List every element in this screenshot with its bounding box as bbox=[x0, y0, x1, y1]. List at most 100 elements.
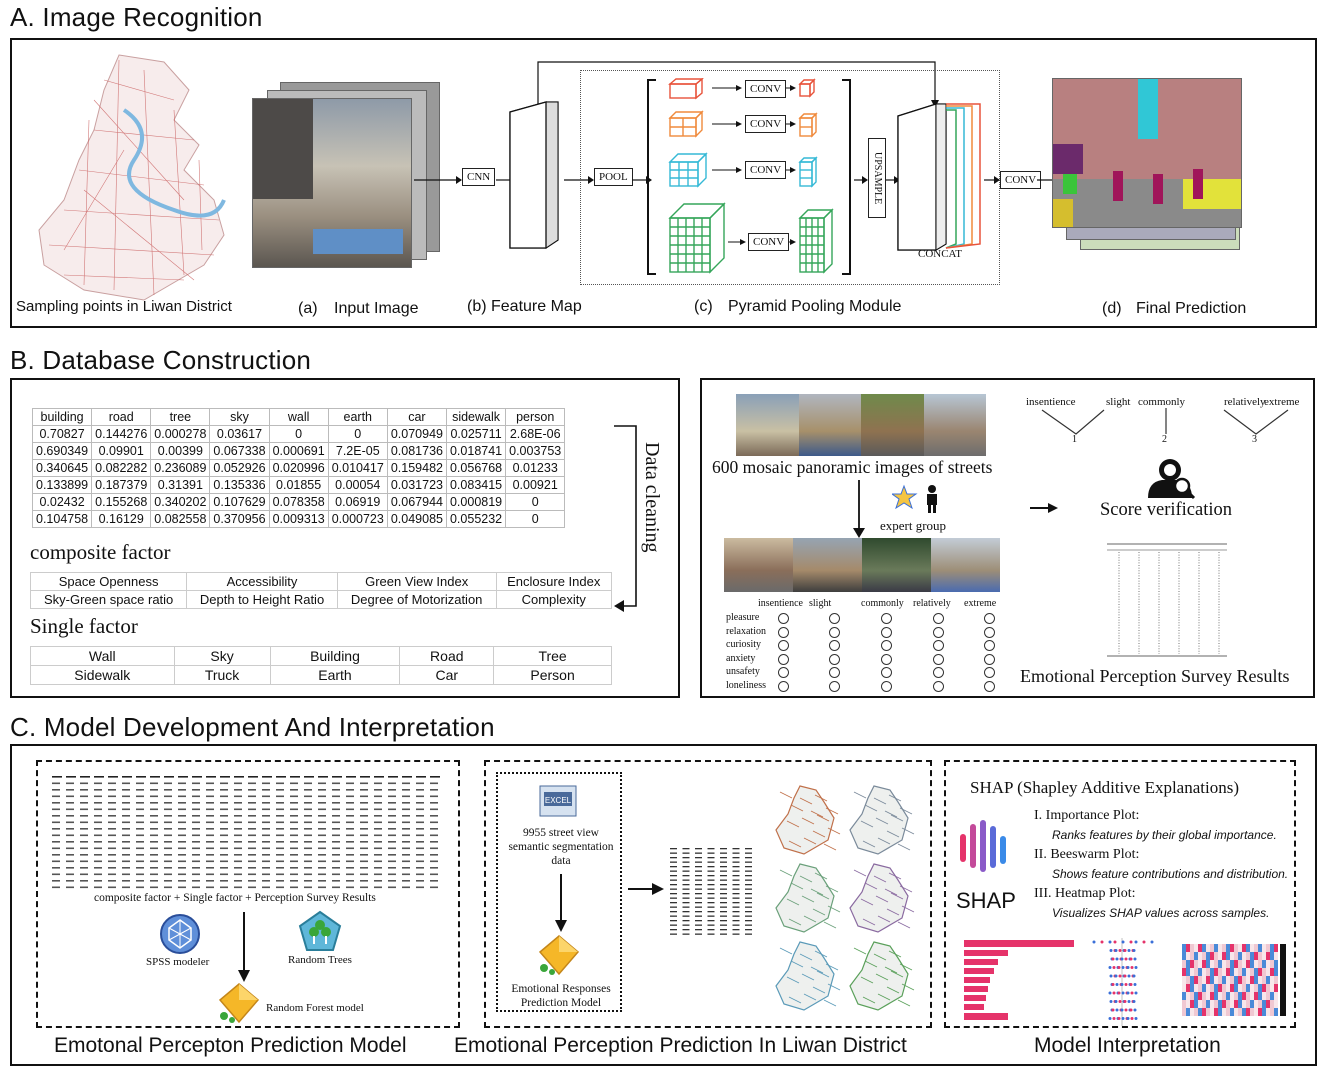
survey-radio[interactable] bbox=[778, 626, 789, 638]
table-cell-mark bbox=[234, 782, 242, 785]
table-cell-mark bbox=[122, 867, 130, 869]
heatmap-cell bbox=[1210, 984, 1214, 992]
survey-radio[interactable] bbox=[933, 680, 944, 692]
table-cell-mark bbox=[332, 847, 340, 850]
table-cell-mark bbox=[720, 879, 727, 881]
table-cell-mark bbox=[732, 897, 740, 899]
survey-radio[interactable] bbox=[881, 613, 892, 624]
survey-radio[interactable] bbox=[778, 613, 789, 624]
table-cell-mark bbox=[707, 897, 715, 899]
table-cell-mark bbox=[290, 860, 298, 863]
table-cell-mark bbox=[220, 815, 228, 817]
survey-emotion-label: unsafety bbox=[726, 666, 760, 677]
survey-radio[interactable] bbox=[829, 680, 840, 692]
table-cell-mark bbox=[318, 808, 326, 811]
table-cell-mark bbox=[402, 776, 412, 778]
survey-radio[interactable] bbox=[829, 626, 840, 638]
erp-model-icon bbox=[538, 935, 580, 976]
survey-radio[interactable] bbox=[933, 613, 944, 624]
table-cell-mark bbox=[150, 821, 158, 824]
table-cell-mark bbox=[192, 873, 200, 876]
table-cell-mark bbox=[430, 854, 438, 856]
table-cell-mark bbox=[248, 841, 256, 843]
table-cell-mark bbox=[178, 854, 186, 856]
survey-radio[interactable] bbox=[984, 680, 995, 692]
heatmap-cell bbox=[1202, 960, 1206, 968]
heatmap-cell bbox=[1202, 992, 1206, 1000]
table-cell-mark bbox=[707, 933, 715, 935]
table-cell-mark bbox=[374, 860, 382, 863]
table-cell-mark bbox=[416, 795, 424, 798]
survey-radio[interactable] bbox=[881, 680, 892, 692]
heatmap-cell bbox=[1238, 992, 1242, 1000]
pyramid-pooling-module bbox=[647, 78, 851, 275]
table-cell-mark bbox=[416, 815, 424, 817]
survey-radio[interactable] bbox=[829, 640, 840, 651]
table-cell-mark bbox=[122, 802, 130, 804]
survey-radio[interactable] bbox=[829, 667, 840, 678]
table-cell-mark bbox=[670, 870, 677, 872]
scale-number: 1 bbox=[1072, 434, 1077, 445]
scale-number: 3 bbox=[1252, 434, 1257, 445]
table-cell-mark bbox=[732, 933, 740, 935]
table-cell-mark bbox=[164, 776, 174, 778]
table-cell-mark bbox=[108, 802, 116, 804]
survey-radio[interactable] bbox=[881, 640, 892, 651]
table-cell-mark bbox=[695, 888, 702, 890]
beeswarm-point bbox=[1108, 991, 1112, 995]
table-cell-mark bbox=[720, 852, 727, 854]
table-cell-mark bbox=[304, 834, 312, 837]
table-cell-mark bbox=[220, 841, 228, 843]
beeswarm-point bbox=[1121, 1017, 1125, 1020]
table-cell-mark bbox=[707, 911, 715, 913]
beeswarm-point bbox=[1129, 983, 1133, 986]
heatmap-cell bbox=[1206, 944, 1210, 952]
survey-radio[interactable] bbox=[881, 626, 892, 638]
heatmap-cell bbox=[1226, 960, 1230, 968]
survey-radio[interactable] bbox=[881, 667, 892, 678]
table-cell-mark bbox=[108, 854, 116, 856]
heatmap-cell bbox=[1202, 1000, 1206, 1008]
survey-radio[interactable] bbox=[778, 680, 789, 692]
table-cell-mark bbox=[304, 860, 312, 863]
table-cell-mark bbox=[707, 924, 715, 926]
survey-radio[interactable] bbox=[881, 653, 892, 665]
table-cell-mark bbox=[108, 886, 116, 889]
table-cell-mark bbox=[416, 841, 424, 843]
table-cell-mark bbox=[360, 867, 368, 869]
arrow-to-cnn bbox=[414, 176, 462, 184]
survey-radio[interactable] bbox=[984, 653, 995, 665]
heatmap-cell bbox=[1218, 968, 1222, 976]
survey-radio[interactable] bbox=[829, 653, 840, 665]
survey-radio[interactable] bbox=[933, 626, 944, 638]
table-cell-mark bbox=[430, 808, 438, 811]
survey-radio[interactable] bbox=[933, 653, 944, 665]
survey-radio[interactable] bbox=[933, 640, 944, 651]
table-cell: 0.020996 bbox=[268, 459, 329, 477]
survey-radio[interactable] bbox=[984, 667, 995, 678]
table-header-cell: road bbox=[91, 408, 152, 426]
survey-radio[interactable] bbox=[933, 667, 944, 678]
survey-radio[interactable] bbox=[984, 640, 995, 651]
table-cell-mark bbox=[262, 828, 270, 830]
survey-radio[interactable] bbox=[778, 640, 789, 651]
survey-radio[interactable] bbox=[829, 613, 840, 624]
table-cell-mark bbox=[150, 802, 158, 804]
table-cell-mark bbox=[695, 866, 702, 868]
survey-radio[interactable] bbox=[984, 626, 995, 638]
survey-radio[interactable] bbox=[984, 613, 995, 624]
table-cell-mark bbox=[695, 884, 702, 886]
table-cell-mark bbox=[108, 834, 116, 837]
table-cell-mark bbox=[94, 854, 102, 856]
beeswarm-point bbox=[1109, 974, 1113, 978]
table-cell-mark bbox=[695, 870, 702, 872]
table-cell-mark bbox=[304, 880, 312, 882]
table-cell-mark bbox=[276, 867, 284, 869]
table-cell-mark bbox=[416, 782, 424, 785]
table-cell-mark bbox=[136, 834, 144, 837]
table-cell-mark bbox=[220, 854, 228, 856]
survey-radio[interactable] bbox=[778, 653, 789, 665]
table-cell-mark bbox=[122, 873, 130, 876]
survey-radio[interactable] bbox=[778, 667, 789, 678]
